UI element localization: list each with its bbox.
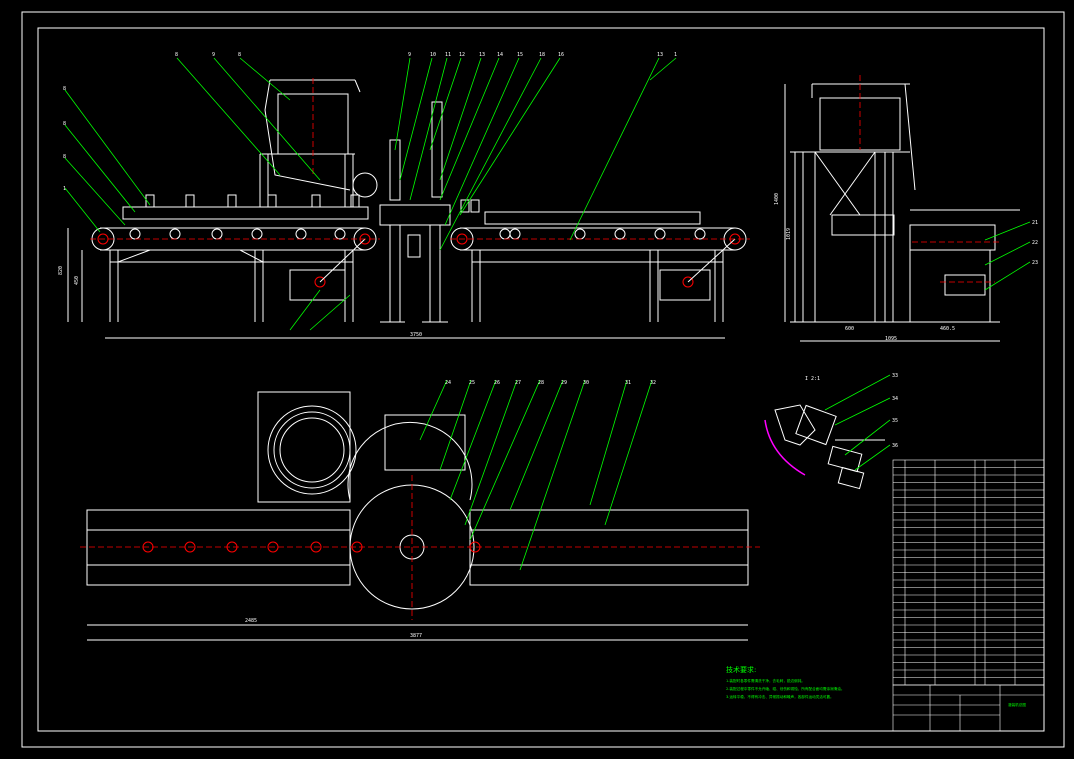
part-number-label: 21	[1032, 220, 1038, 226]
plan-labels: 24 25 26 27 28 29 30 31 32	[445, 380, 656, 386]
bottle	[251, 194, 277, 240]
detail-labels: 33 34 35 36	[892, 373, 898, 449]
part-number-label: 32	[650, 380, 656, 386]
bottle	[169, 194, 195, 240]
part-number-label: 1	[63, 186, 66, 192]
part-number-label: 30	[583, 380, 589, 386]
bottle	[470, 199, 521, 240]
drawing-title: 灌装机总图	[1008, 702, 1026, 707]
part-number-label: 8	[63, 154, 66, 160]
part-number-label: 16	[558, 52, 564, 58]
part-number-label: 23	[1032, 260, 1038, 266]
front-centerlines	[90, 78, 750, 240]
part-number-label: 33	[892, 373, 898, 379]
side-leaders	[984, 221, 1031, 291]
tech-note-3: 3.运转平稳，不得有冲击、异常振动和噪声，各部件运动灵活可靠。	[726, 694, 834, 699]
title-block	[892, 684, 1045, 732]
side-centerlines	[859, 75, 1000, 283]
part-number-label: 8	[63, 121, 66, 127]
bottle	[295, 194, 321, 240]
bottle	[574, 228, 586, 240]
part-number-label: 31	[625, 380, 631, 386]
front-labels: 8 9 8 8 8 8 1 9 10 11 12 13 14 15 18 16 13 1	[63, 52, 677, 192]
tech-notes-title: 技术要求:	[726, 665, 756, 674]
dim-side-width-b: 460.5	[940, 326, 955, 332]
part-number-label: 11	[445, 52, 451, 58]
part-number-label: 8	[175, 52, 178, 58]
tech-note-1: 1.装配时各零件需清洗干净，去毛刺，锐边倒钝。	[726, 678, 805, 683]
part-number-label: 24	[445, 380, 451, 386]
part-number-label: 27	[515, 380, 521, 386]
dim-side-height-total: 1400	[774, 193, 780, 205]
part-number-label: 34	[892, 396, 898, 402]
side-labels: 21 22 23	[1032, 220, 1038, 266]
front-leaders	[64, 57, 677, 331]
part-number-label: 14	[497, 52, 503, 58]
part-number-label: 12	[459, 52, 465, 58]
bottle	[654, 228, 666, 240]
part-number-label: 9	[408, 52, 411, 58]
tech-note-2: 2.装配过程中零件不允许磕、碰、划伤和锈蚀，所有配合面均需涂润滑油。	[726, 686, 844, 691]
plan-centerlines	[80, 475, 760, 620]
outer-border	[21, 11, 1065, 748]
front-view	[67, 79, 747, 339]
part-number-label: 13	[479, 52, 485, 58]
dim-side-height-upper: 1019	[786, 228, 792, 240]
parts-list	[892, 459, 1045, 686]
part-number-label: 22	[1032, 240, 1038, 246]
detail-view	[774, 404, 885, 490]
inner-border	[37, 27, 1045, 732]
part-number-label: 36	[892, 443, 898, 449]
part-number-label: 1	[674, 52, 677, 58]
part-number-label: 35	[892, 418, 898, 424]
bottle	[694, 228, 706, 240]
part-number-label: 15	[517, 52, 523, 58]
part-number-label: 29	[561, 380, 567, 386]
dim-side-width-a: 600	[845, 326, 854, 332]
dim-front-leg: 450	[74, 276, 80, 285]
part-number-label: 8	[63, 86, 66, 92]
dim-side-width-total: 1095	[885, 336, 897, 342]
part-number-label: 25	[469, 380, 475, 386]
plan-view	[86, 391, 749, 641]
detail-leaders	[824, 374, 891, 471]
part-number-label: 18	[539, 52, 545, 58]
bottle	[211, 194, 237, 240]
bottle	[614, 228, 626, 240]
bottle	[334, 194, 360, 240]
part-number-label: 13	[657, 52, 663, 58]
part-number-label: 10	[430, 52, 436, 58]
detail-tag: I 2:1	[805, 376, 820, 382]
part-number-label: 8	[238, 52, 241, 58]
dim-plan-overall: 3877	[410, 633, 422, 639]
plan-leaders	[419, 379, 653, 571]
detail-arc	[764, 419, 806, 476]
dim-front-height: 820	[58, 266, 64, 275]
dim-front-total: 3750	[410, 332, 422, 338]
dim-plan-inner: 2485	[245, 618, 257, 624]
bottle	[129, 194, 155, 240]
part-number-label: 9	[212, 52, 215, 58]
side-view	[784, 83, 1020, 342]
part-number-label: 26	[494, 380, 500, 386]
part-number-label: 28	[538, 380, 544, 386]
